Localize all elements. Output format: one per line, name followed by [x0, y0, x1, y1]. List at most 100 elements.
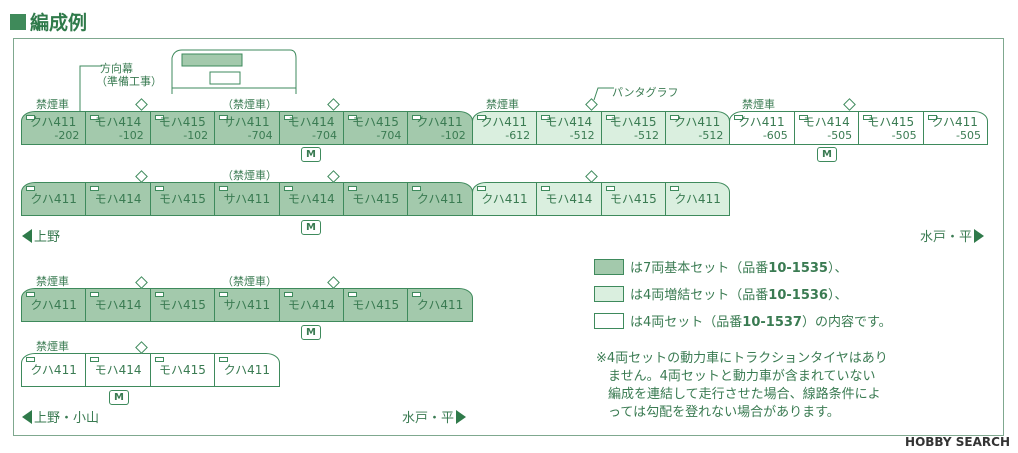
motor-car-icon: M: [301, 147, 321, 162]
car-モハ414: モハ414: [536, 182, 602, 216]
lamp-icon: [541, 115, 551, 120]
lamp-icon: [219, 115, 229, 120]
car-number: -202: [54, 129, 80, 142]
motor-car-icon: M: [301, 220, 321, 235]
car-クハ411: クハ411-512: [665, 111, 731, 145]
car-number: -704: [247, 129, 273, 142]
car-サハ411: サハ411: [214, 182, 280, 216]
car-クハ411: クハ411: [407, 288, 473, 322]
car-name: クハ411: [30, 363, 77, 377]
direction-ueno: 上野: [22, 226, 60, 245]
car-クハ411: クハ411: [21, 353, 87, 387]
leader-line-curtain: [79, 65, 102, 112]
lamp-icon: [154, 115, 164, 120]
direction-mito-taira: 水戸・平: [920, 226, 985, 245]
car-モハ414: モハ414: [85, 182, 151, 216]
car-モハ415: モハ415: [343, 288, 409, 322]
lamp-icon: [90, 357, 100, 362]
car-name: モハ414: [94, 298, 142, 312]
car-name: モハ415: [867, 115, 915, 129]
car-モハ415: モハ415-704: [343, 111, 409, 145]
car-モハ414: モハ414: [85, 353, 151, 387]
car-name: クハ411: [223, 363, 271, 377]
car-number: -512: [698, 129, 724, 142]
car-モハ415: モハ415: [149, 353, 216, 387]
car-クハ411: クハ411-605: [729, 111, 795, 145]
lamp-icon: [26, 186, 35, 191]
lamp-icon: [863, 115, 873, 120]
lamp-icon: [348, 186, 357, 191]
car-クハ411: クハ411-202: [21, 111, 87, 145]
car-name: クハ411: [931, 115, 978, 129]
lamp-icon: [927, 115, 937, 120]
lamp-icon: [605, 115, 615, 120]
motor-car-icon: M: [817, 147, 837, 162]
car-モハ415: モハ415: [149, 288, 216, 322]
arrow-right-icon: [974, 228, 985, 243]
no-smoking-paren-label-3: （禁煙車）: [222, 275, 277, 288]
car-name: サハ411: [223, 192, 271, 206]
car-number: -605: [762, 129, 788, 142]
direction-ueno-oyama: 上野・小山: [22, 407, 99, 426]
car-number: -505: [827, 129, 853, 142]
car-name: クハ411: [481, 192, 528, 206]
car-name: サハ411: [223, 298, 271, 312]
legend-item-basic: は7両基本セット（品番10-1535）、: [594, 257, 847, 276]
car-クハ411: クハ411: [21, 182, 87, 216]
legend-swatch: [594, 312, 624, 329]
car-クハ411: クハ411-505: [922, 111, 988, 145]
car-number: -612: [505, 129, 531, 142]
car-モハ414: モハ414: [278, 288, 344, 322]
lamp-icon: [541, 186, 551, 191]
car-number: -512: [634, 129, 659, 142]
lamp-icon: [605, 186, 615, 191]
car-number: -704: [312, 129, 337, 142]
lamp-icon: [412, 115, 422, 120]
car-name: モハ414: [545, 115, 593, 129]
car-name: クハ411: [738, 115, 785, 129]
car-モハ415: モハ415-512: [600, 111, 666, 145]
lamp-icon: [154, 292, 164, 297]
car-name: モハ414: [94, 363, 142, 377]
car-name: モハ414: [802, 115, 850, 129]
lamp-icon: [283, 292, 293, 297]
title-square-icon: [10, 13, 26, 30]
car-number: -102: [118, 129, 144, 142]
car-name: モハ415: [159, 192, 206, 206]
car-モハ415: モハ415: [343, 182, 409, 216]
car-モハ414: モハ414-704: [278, 111, 344, 145]
car-モハ414: モハ414-102: [85, 111, 151, 145]
car-name: モハ415: [609, 192, 657, 206]
car-モハ415: モハ415: [600, 182, 666, 216]
lamp-icon: [26, 292, 35, 297]
lamp-icon: [670, 186, 679, 191]
car-number: -512: [569, 129, 595, 142]
car-name: クハ411: [30, 115, 77, 129]
car-モハ414: モハ414: [85, 288, 151, 322]
car-モハ414: モハ414: [278, 182, 344, 216]
lamp-icon: [219, 186, 229, 191]
arrow-left-icon: [22, 409, 32, 424]
car-クハ411: クハ411: [407, 182, 473, 216]
lamp-icon: [154, 186, 164, 191]
car-クハ411: クハ411-612: [471, 111, 538, 145]
lamp-icon: [348, 292, 357, 297]
no-smoking-label-1: 禁煙車: [36, 98, 69, 111]
car-クハ411: クハ411: [471, 182, 538, 216]
car-name: モハ415: [159, 363, 206, 377]
lamp-icon: [283, 115, 293, 120]
car-name: クハ411: [30, 298, 77, 312]
no-smoking-label-2: 禁煙車: [486, 98, 519, 111]
car-number: -102: [183, 129, 209, 142]
car-name: モハ415: [159, 298, 206, 312]
car-name: クハ411: [416, 192, 464, 206]
car-クハ411: クハ411: [21, 288, 87, 322]
leader-line-pantograph: [593, 87, 614, 101]
lamp-icon: [154, 357, 164, 362]
car-name: モハ415: [609, 115, 657, 129]
car-モハ415: モハ415: [149, 182, 216, 216]
car-name: モハ415: [158, 115, 206, 129]
motor-car-icon: M: [301, 325, 321, 340]
title-text: 編成例: [30, 12, 88, 34]
lamp-icon: [90, 186, 100, 191]
